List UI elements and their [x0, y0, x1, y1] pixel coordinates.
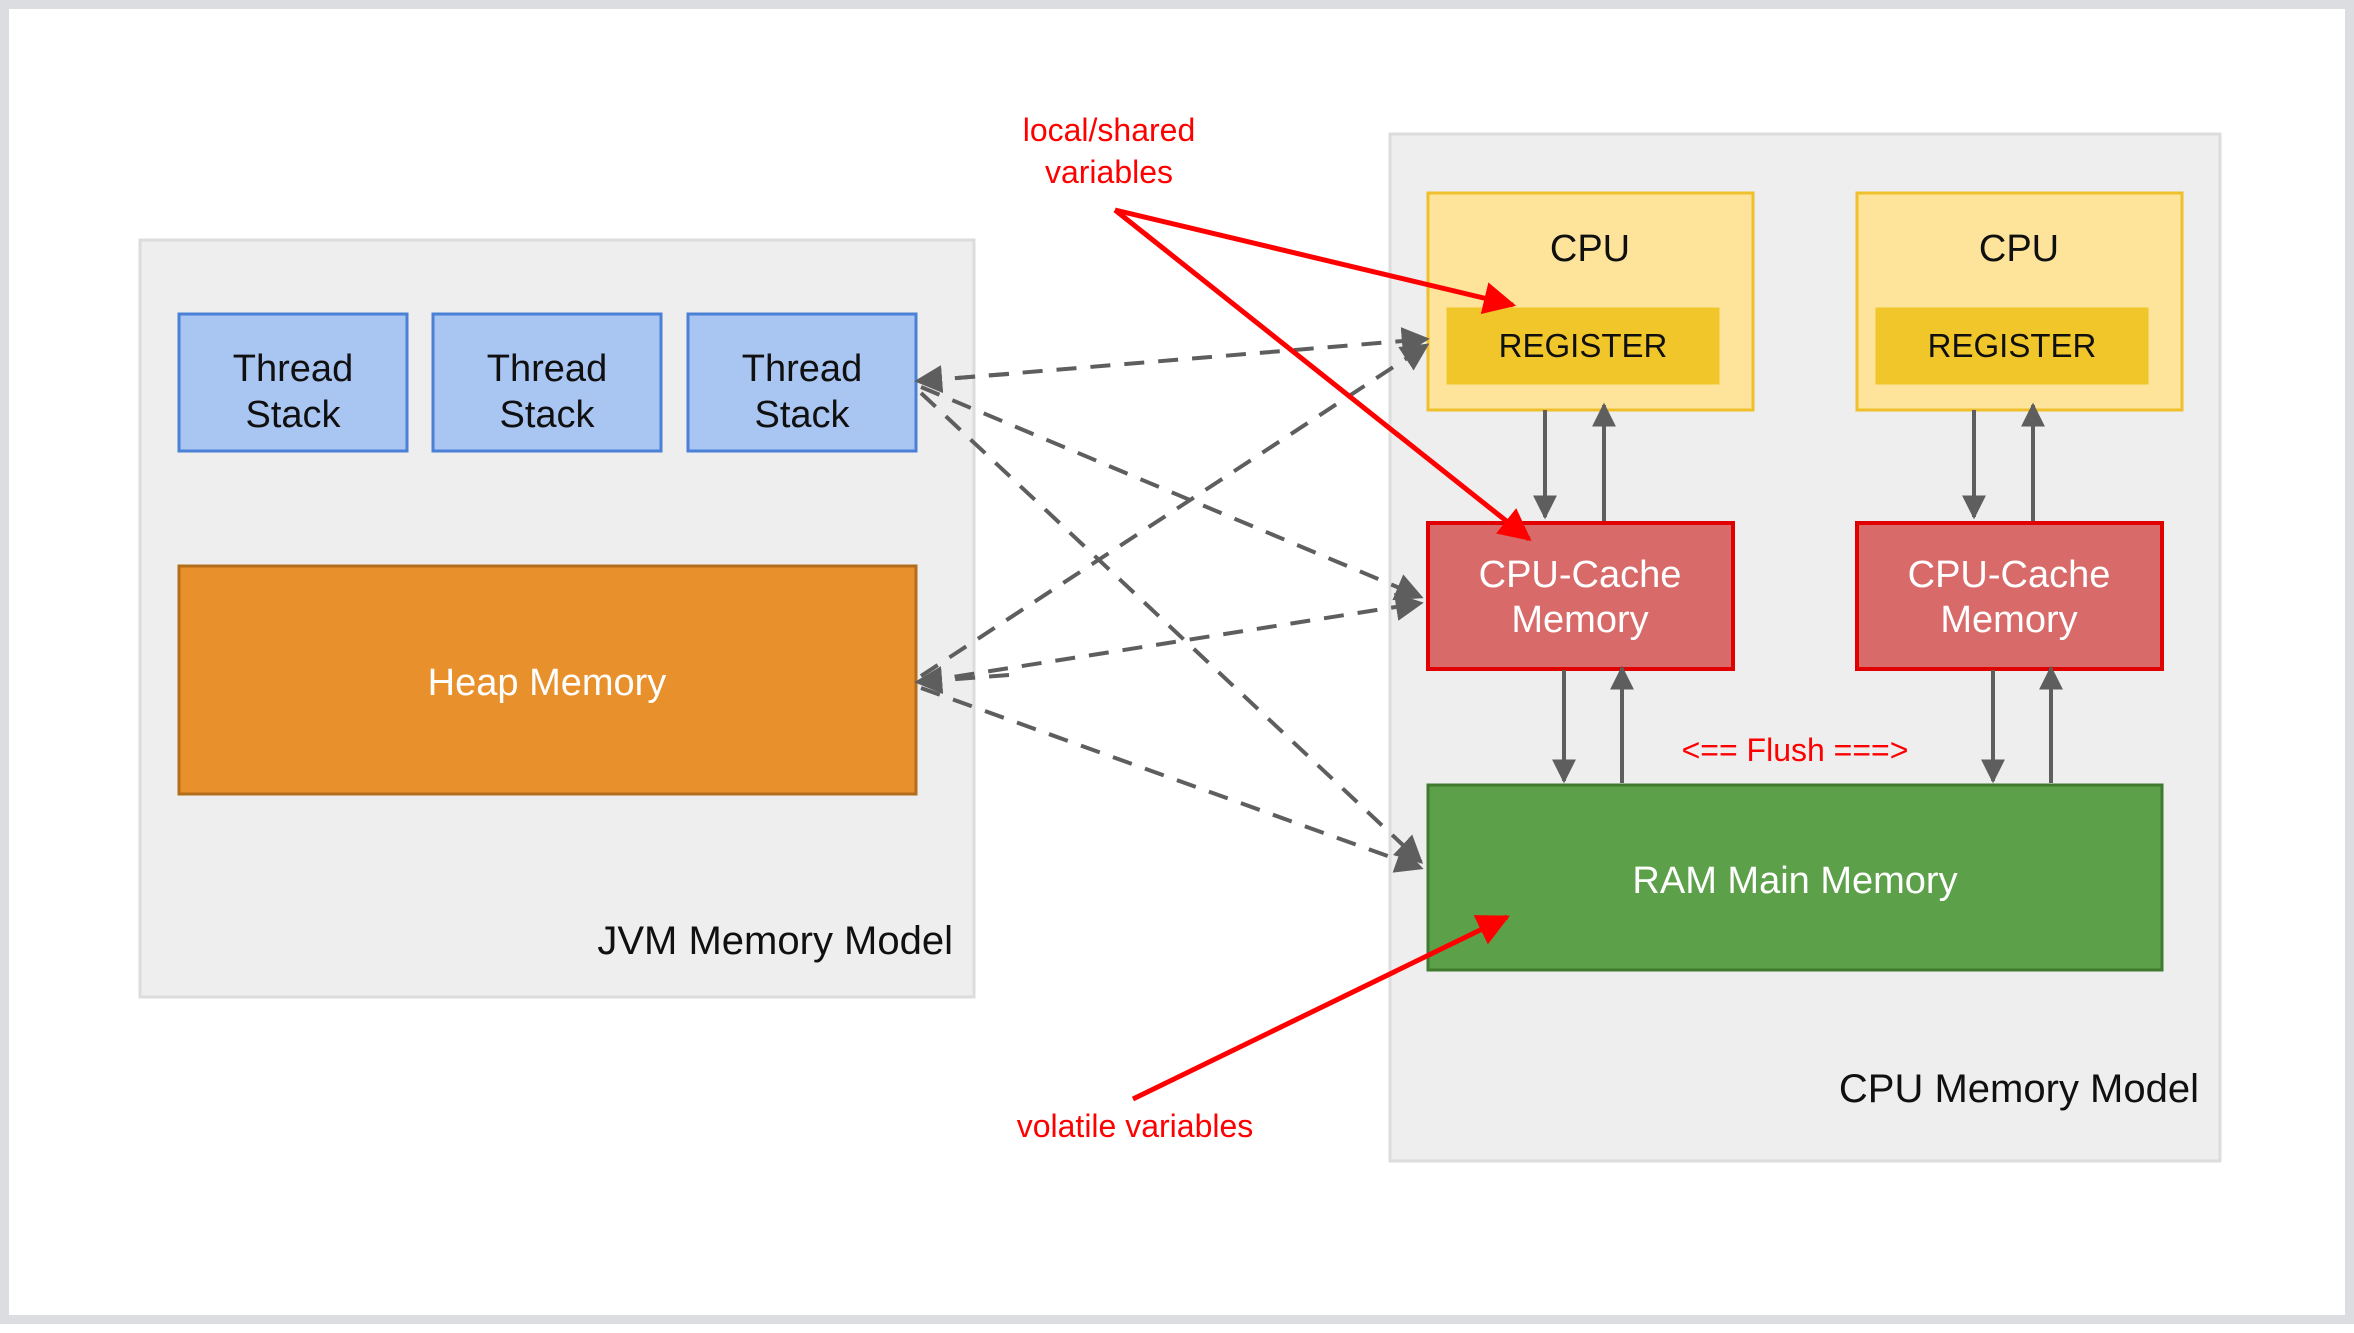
- thread-stack-label-1-line1: Thread: [233, 348, 353, 390]
- connector-register-to-threadstack-head: [914, 365, 1010, 394]
- register-label-1: REGISTER: [1499, 327, 1668, 364]
- annotation-local-shared-line1: local/shared: [1023, 112, 1196, 148]
- register-label-2: REGISTER: [1928, 327, 2097, 364]
- thread-stack-label-2-line2: Stack: [499, 394, 595, 436]
- connector-heap-to-ram: [920, 686, 1424, 873]
- connector-threadstack-to-ram: [919, 391, 1424, 864]
- annotation-arrow-to-cache: [1113, 208, 1532, 542]
- cpu-memory-model-panel: CPU REGISTER CPU REGISTER CPU-Cache Memo…: [1388, 132, 2222, 1163]
- cpu-cache-label-1-line2: Memory: [1511, 599, 1648, 641]
- cpu-core-box-2[interactable]: CPU REGISTER: [1855, 191, 2184, 412]
- register-rect-1[interactable]: [1446, 307, 1720, 385]
- annotation-arrow-to-register: [1114, 207, 1517, 315]
- jvm-panel-title: JVM Memory Model: [597, 919, 953, 963]
- connector-heap-to-cache: [920, 593, 1424, 684]
- ram-main-memory-label: RAM Main Memory: [1632, 860, 1957, 902]
- thread-stack-label-1-line2: Stack: [245, 394, 341, 436]
- thread-stack-box-1[interactable]: Thread Stack: [177, 312, 409, 453]
- thread-stack-box-2[interactable]: Thread Stack: [431, 312, 663, 453]
- flush-label: <== Flush ===>: [1682, 732, 1909, 768]
- cpu-core-box-1[interactable]: CPU REGISTER: [1426, 191, 1755, 412]
- connector-cache-to-heap-head: [914, 666, 1010, 695]
- cpu-cache-label-2-line1: CPU-Cache: [1908, 554, 2111, 596]
- thread-stack-rect-1: [177, 312, 409, 453]
- memory-model-diagram: Thread Stack Thread Stack Thread Stack H…: [138, 112, 2222, 1163]
- annotation-local-shared-line2: variables: [1045, 154, 1173, 190]
- cpu-label-1: CPU: [1550, 228, 1630, 270]
- heap-memory-label: Heap Memory: [428, 662, 667, 704]
- annotation-volatile-variables: volatile variables: [1017, 914, 1510, 1144]
- thread-stack-box-3[interactable]: Thread Stack: [686, 312, 918, 453]
- cpu-cache-label-1-line1: CPU-Cache: [1479, 554, 1682, 596]
- heap-memory-box[interactable]: Heap Memory: [177, 564, 918, 796]
- ram-main-memory-rect: [1426, 783, 2164, 972]
- ram-main-memory-box[interactable]: RAM Main Memory: [1426, 783, 2164, 972]
- thread-stack-label-2-line1: Thread: [487, 348, 607, 390]
- register-rect-2[interactable]: [1875, 307, 2149, 385]
- cpu-cache-rect-1: [1426, 521, 1735, 671]
- cpu-cache-rect-2: [1855, 521, 2164, 671]
- annotation-volatile-line1: volatile variables: [1017, 1108, 1254, 1144]
- thread-stack-rect-2: [431, 312, 663, 453]
- cpu-panel-title: CPU Memory Model: [1839, 1067, 2199, 1111]
- jvm-memory-model-panel: Thread Stack Thread Stack Thread Stack H…: [138, 238, 976, 999]
- cpu-label-2: CPU: [1979, 228, 2059, 270]
- cpu-cache-label-2-line2: Memory: [1940, 599, 2077, 641]
- cpu-cache-box-1[interactable]: CPU-Cache Memory: [1426, 521, 1735, 671]
- thread-stack-label-3-line2: Stack: [754, 394, 850, 436]
- heap-memory-rect: [177, 564, 918, 796]
- connector-threadstack-to-cache: [920, 385, 1424, 601]
- thread-stack-label-3-line1: Thread: [742, 348, 862, 390]
- cpu-cache-box-2[interactable]: CPU-Cache Memory: [1855, 521, 2164, 671]
- annotation-local-shared-variables: local/shared variables: [1023, 112, 1532, 542]
- annotation-arrow-to-ram: [1131, 914, 1510, 1102]
